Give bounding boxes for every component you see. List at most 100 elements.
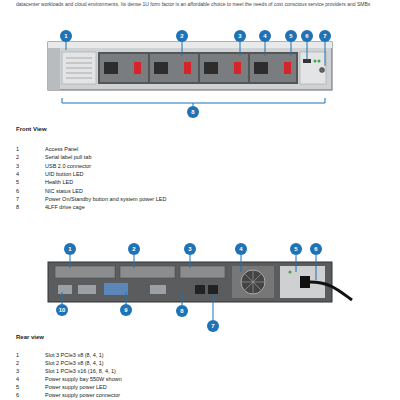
power-button [320,68,325,73]
list-item: Serial label pull tab [45,154,91,161]
callout-number: 4 [263,33,266,39]
leader-lines [70,255,316,280]
list-number: 1 [16,352,19,359]
list-number: 5 [16,179,19,186]
bracket [62,98,325,106]
drive-handle [254,62,268,74]
drive-bay [200,54,248,82]
list-number: 5 [16,384,19,391]
callout-number: 8 [180,308,183,314]
drive-release [134,62,141,74]
callout-circle: 6 [301,30,313,42]
callout-circle: 6 [310,243,322,255]
callout-circle: 1 [60,30,72,42]
callout-circle: 4 [235,243,247,255]
callout-circle: 3 [234,30,246,42]
power-connector [300,276,310,288]
list-item: USB 2.0 connector [45,163,91,170]
section-heading: Rear view [16,334,44,341]
pcie-slot [120,266,175,278]
front-bevel [48,42,332,48]
callout-number: 6 [314,246,317,252]
list-number: 4 [16,171,19,178]
list-item: NIC status LED [45,188,83,195]
list-item: Access Panel [45,146,78,153]
list-number: 4 [16,376,19,383]
rack-ear [48,48,60,90]
pcie-slot [55,266,115,278]
drive-handle [154,62,168,74]
port [78,285,96,294]
vent-panel [62,52,96,84]
control-panel [300,52,326,84]
leader-lines [66,42,325,66]
callout-circle: 1 [64,243,76,255]
drive-handle [104,62,118,74]
callout-number: 8 [191,109,194,115]
drive-bay [100,54,148,82]
list-number: 2 [16,360,19,367]
port [150,285,166,294]
callout-circle: 5 [290,243,302,255]
callout-number: 7 [211,323,214,329]
nic-port [208,285,218,294]
front-chassis [48,42,332,90]
list-number: 7 [16,196,19,203]
fan-guard [241,270,265,294]
callout-number: 7 [323,33,326,39]
list-number: 2 [16,154,19,161]
callout-number: 9 [124,307,127,313]
leader-lines [62,292,213,320]
list-item: UID button LED [45,171,84,178]
list-item: Health LED [45,179,73,186]
callout-number: 2 [132,246,135,252]
led [318,60,321,63]
section-heading: Front View [16,126,47,133]
callout-circle: 8 [187,106,199,118]
callout-circle: 4 [259,30,271,42]
list-number: 6 [16,188,19,195]
drive-handle [204,62,218,74]
list-item: Slot 1 PCIe3 x16 (16, 8, 4, 1) [45,368,116,375]
pcie-slot [180,266,225,278]
drive-release [284,62,291,74]
callout-number: 6 [305,33,308,39]
list-item: Power On/Standby button and system power… [45,196,166,203]
psu-led [289,271,292,274]
power-cord [310,282,352,300]
list-number: 6 [16,392,19,399]
callout-circle: 8 [176,305,188,317]
nic-port [195,285,205,294]
callout-number: 2 [180,33,183,39]
callout-circle: 7 [207,320,219,332]
callout-circle: 2 [176,30,188,42]
list-number: 1 [16,146,19,153]
psu-bay [232,266,274,298]
list-number: 3 [16,163,19,170]
led [314,60,317,63]
callout-circle: 10 [56,304,68,316]
callout-circle: 9 [120,304,132,316]
drive-bay [250,54,296,82]
vent-slots [66,58,92,78]
drive-cage [98,52,298,84]
callout-circle: 3 [184,243,196,255]
drive-release [234,62,241,74]
callout-number: 1 [68,246,71,252]
callout-circle: 5 [285,30,297,42]
callout-number: 5 [289,33,292,39]
list-number: 8 [16,204,19,211]
list-item: Power supply power LED [45,384,107,391]
psu-fan [241,270,265,294]
intro-text: datacenter workloads and cloud environme… [16,1,384,7]
list-item: Slot 3 PCIe3 x8 (8, 4, 1) [45,352,104,359]
callout-number: 5 [294,246,297,252]
drive-bay [150,54,198,82]
callout-number: 1 [64,33,67,39]
list-item: Slot 2 PCIe3 x8 (8, 4, 1) [45,360,104,367]
callout-number: 10 [59,307,66,313]
drive-release [184,62,191,74]
list-number: 3 [16,368,19,375]
port [58,285,72,294]
callout-circle: 7 [319,30,331,42]
